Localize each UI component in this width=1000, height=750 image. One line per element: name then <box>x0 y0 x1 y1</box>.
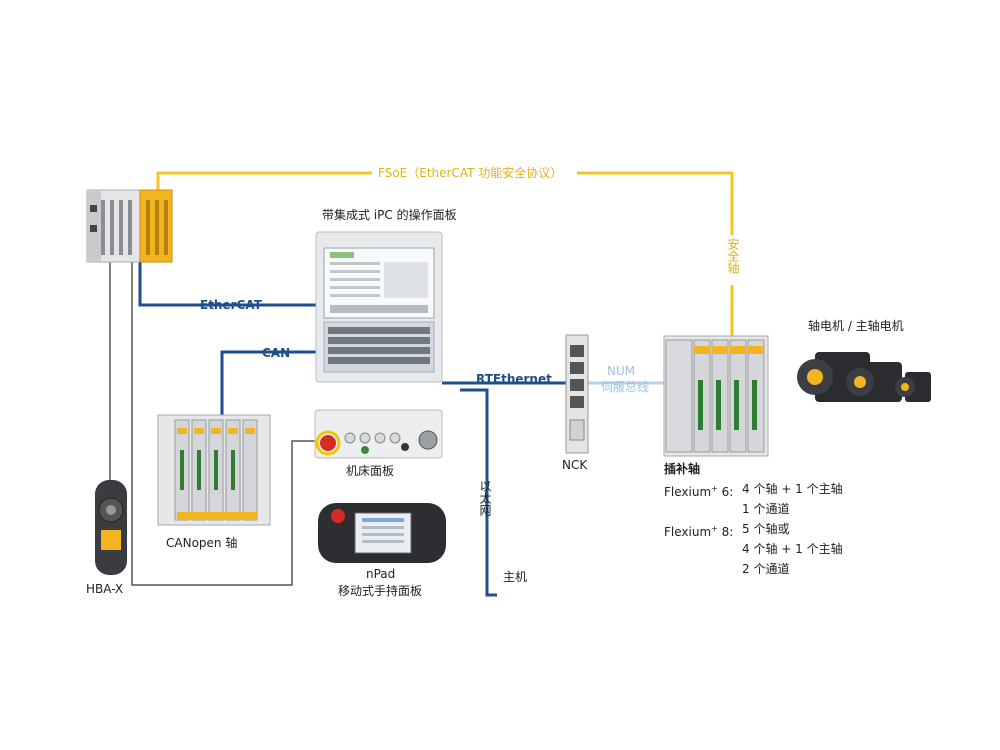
npad-label: nPad <box>366 567 396 581</box>
can-label: CAN <box>262 346 291 360</box>
fsoe-label: FSoE（EtherCAT 功能安全协议） <box>378 166 563 180</box>
npad-desc-label: 移动式手持面板 <box>338 584 423 598</box>
safety-axis-label: 安全轴 <box>726 238 740 274</box>
operator-panel <box>315 231 443 383</box>
can-line <box>220 350 318 420</box>
machine-panel-label: 机床面板 <box>346 464 395 478</box>
ethercat-label: EtherCAT <box>200 298 262 312</box>
canopen-drives <box>157 414 271 526</box>
flexium6-line2: 1 个通道 <box>742 502 790 516</box>
interp-axis-label: 插补轴 <box>664 462 701 476</box>
ethernet-label: 以太网 <box>478 480 492 516</box>
io-module <box>86 189 173 263</box>
flexium8-line3: 2 个通道 <box>742 562 790 576</box>
ethercat-line <box>138 262 318 307</box>
flexium6-name: Flexium+ 6: <box>664 484 734 499</box>
flexium8-line1: 5 个轴或 <box>742 522 790 536</box>
host-label: 主机 <box>503 570 528 584</box>
motor-label: 轴电机 / 主轴电机 <box>808 319 904 333</box>
num-label: NUM <box>607 364 636 378</box>
interpolation-drives <box>663 335 769 457</box>
flexium6-line1: 4 个轴 + 1 个主轴 <box>742 482 843 496</box>
fsoe-line <box>156 171 734 345</box>
servo-bus-label: 伺服总线 <box>601 380 650 394</box>
hba-handwheel <box>95 480 127 575</box>
ethernet-line <box>460 388 497 597</box>
nck-unit <box>565 334 589 454</box>
flexium8-line2: 4 个轴 + 1 个主轴 <box>742 542 843 556</box>
canopen-axis-label: CANopen 轴 <box>166 536 238 550</box>
rtethernet-label: RTEthernet <box>476 372 552 386</box>
flexium8-name: Flexium+ 8: <box>664 524 734 539</box>
ipc-panel-label: 带集成式 iPC 的操作面板 <box>322 208 457 222</box>
nck-label: NCK <box>562 458 588 472</box>
panel-wire <box>131 262 316 586</box>
machine-panel <box>314 409 443 459</box>
motors <box>797 352 931 402</box>
npad-device <box>318 503 446 563</box>
hba-label: HBA-X <box>86 582 124 596</box>
